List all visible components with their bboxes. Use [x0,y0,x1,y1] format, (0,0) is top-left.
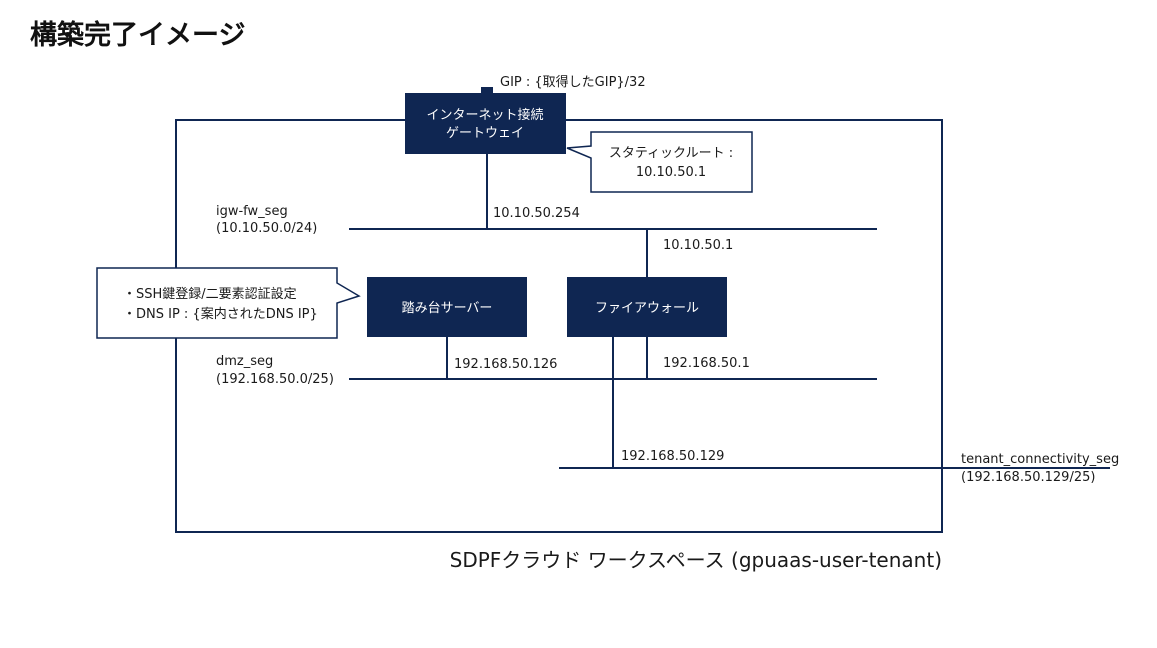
firewall-node [567,277,727,337]
page-title: 構築完了イメージ [30,19,245,51]
bastion-notes-line2: ・DNS IP : {案内されたDNS IP} [123,306,318,322]
fw-tenant-ip-label: 192.168.50.129 [621,449,724,464]
bastion-notes-callout [96,267,361,339]
bastion-ip-label: 192.168.50.126 [454,357,557,372]
internet-gateway-label-line2: ゲートウェイ [446,126,524,141]
tenant-seg-cidr: (192.168.50.129/25) [961,470,1095,485]
igw-fw-seg-cidr: (10.10.50.0/24) [216,221,317,236]
static-route-line2: 10.10.50.1 [636,165,706,180]
workspace-caption: SDPFクラウド ワークスペース (gpuaas-user-tenant) [450,548,942,572]
bastion-server-node [367,277,527,337]
gip-port-marker [481,87,493,94]
dmz-seg-cidr: (192.168.50.0/25) [216,372,334,387]
dmz-seg-name: dmz_seg [216,354,273,369]
igw-ip-label: 10.10.50.254 [493,206,580,221]
static-route-callout [566,131,753,193]
static-route-line1: スタティックルート : [609,146,733,161]
fw-outer-ip-label: 10.10.50.1 [663,238,733,253]
tenant-seg-name: tenant_connectivity_seg [961,452,1119,467]
firewall-label: ファイアウォール [595,301,699,316]
internet-gateway-label-line1: インターネット接続 [426,107,543,123]
bastion-notes-line1: ・SSH鍵登録/二要素認証設定 [123,286,297,302]
bastion-server-label: 踏み台サーバー [402,301,493,316]
fw-dmz-ip-label: 192.168.50.1 [663,356,750,371]
internet-gateway-node [405,93,566,154]
igw-fw-seg-name: igw-fw_seg [216,204,288,219]
gip-label: GIP : {取得したGIP}/32 [500,74,646,90]
